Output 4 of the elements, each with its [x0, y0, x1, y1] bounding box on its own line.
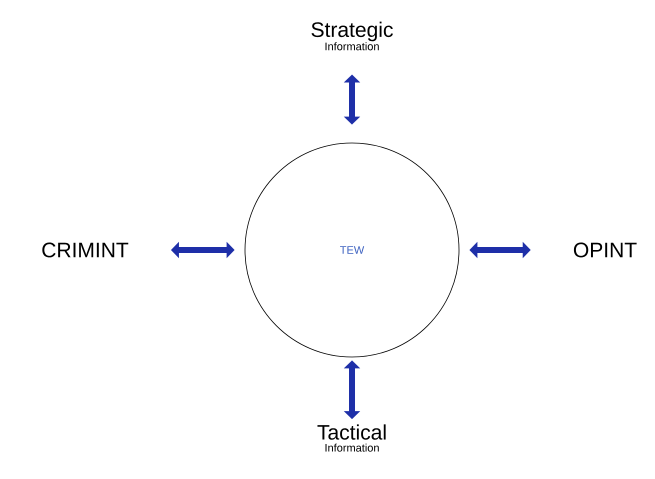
node-label: Strategic Information [312, 22, 393, 50]
node-label: Tactical Information [317, 424, 386, 452]
node-label: OPINT [574, 242, 637, 258]
node-label: CRIMINT [42, 242, 128, 258]
